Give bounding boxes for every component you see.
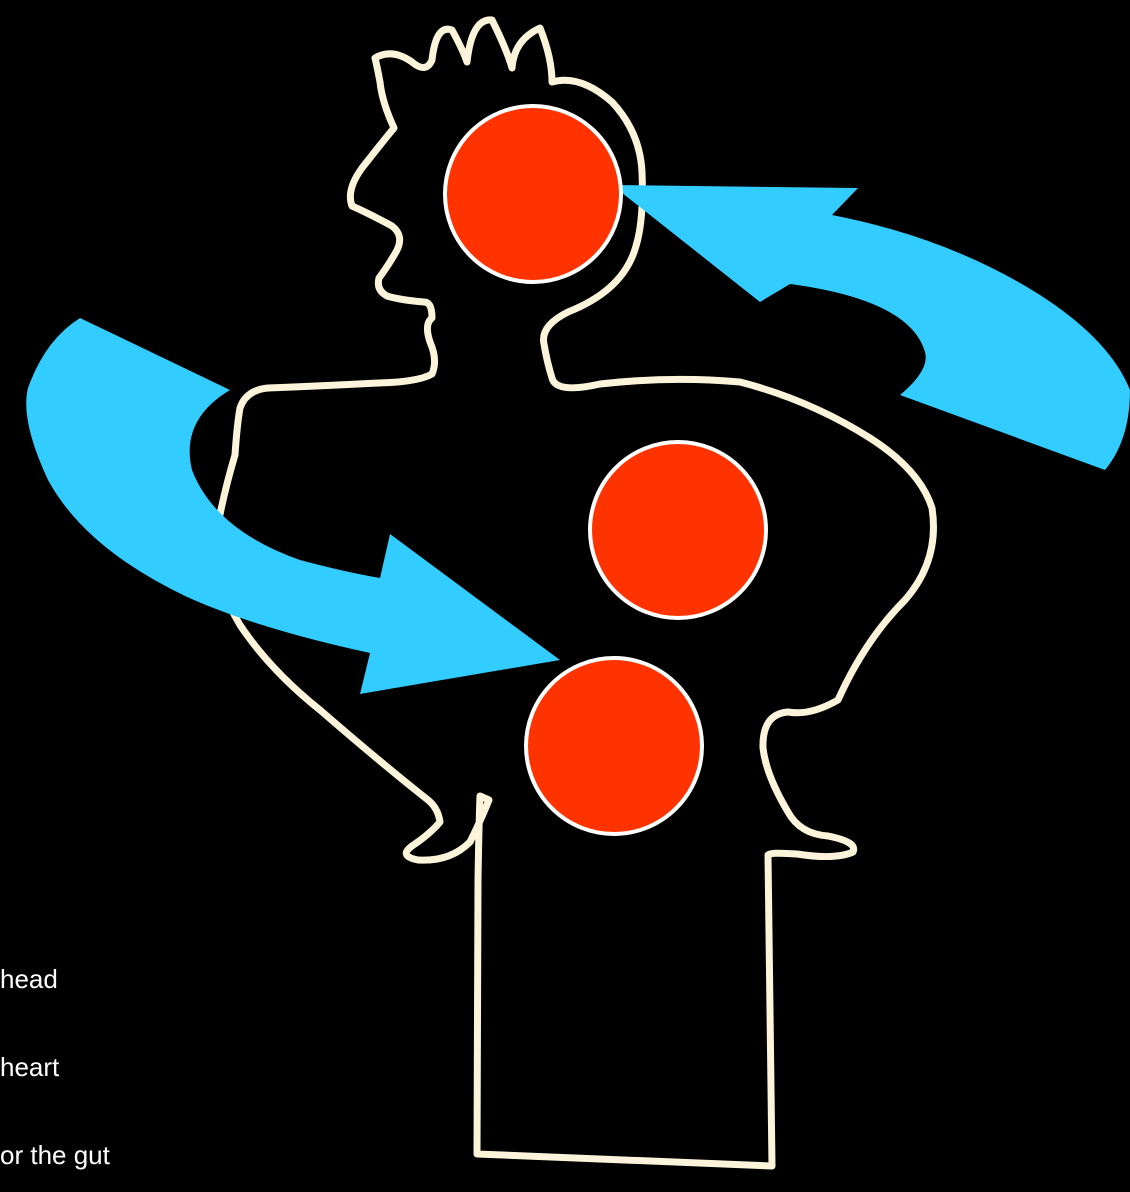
head-center-dot (445, 106, 621, 282)
heart-center-dot (590, 442, 766, 618)
caption-heart: heart (0, 1054, 59, 1080)
gut-center-dot (526, 658, 702, 834)
right-arrow-to-head (612, 185, 1130, 470)
caption-gut: or the gut (0, 1142, 110, 1168)
caption-head: head (0, 966, 58, 992)
left-arrow-to-gut (26, 318, 560, 694)
